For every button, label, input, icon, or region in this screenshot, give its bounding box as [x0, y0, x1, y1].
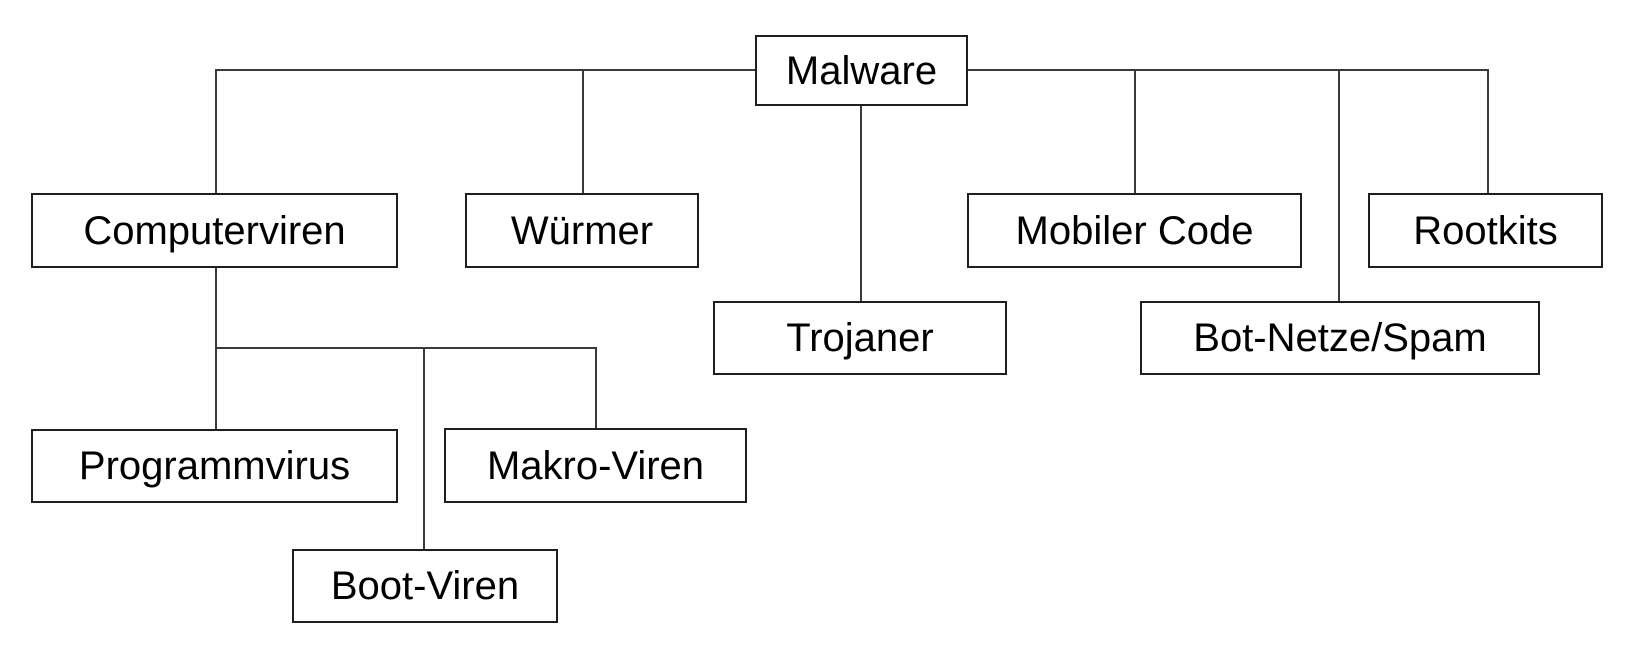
- node-rootkits: Rootkits: [1368, 193, 1603, 268]
- connector-drop-wuermer: [582, 69, 584, 194]
- connector-drop-makro-viren: [595, 347, 597, 429]
- connector-drop-trojaner: [860, 105, 862, 302]
- node-bot-netze-spam: Bot-Netze/Spam: [1140, 301, 1540, 375]
- node-boot-viren: Boot-Viren: [292, 549, 558, 623]
- connector-drop-bot-netze: [1338, 69, 1340, 302]
- connector-drop-mobiler-code: [1134, 69, 1136, 194]
- node-wuermer: Würmer: [465, 193, 699, 268]
- node-malware: Malware: [755, 35, 968, 106]
- connector-computerviren-down: [215, 268, 217, 348]
- node-makro-viren: Makro-Viren: [444, 428, 747, 503]
- connector-drop-programmvirus: [215, 347, 217, 430]
- connector-drop-boot-viren: [423, 347, 425, 550]
- node-computerviren: Computerviren: [31, 193, 398, 268]
- node-mobiler-code: Mobiler Code: [967, 193, 1302, 268]
- connector-computerviren-children-bus: [215, 347, 597, 349]
- node-programmvirus: Programmvirus: [31, 429, 398, 503]
- connector-drop-rootkits: [1487, 69, 1489, 194]
- node-trojaner: Trojaner: [713, 301, 1007, 375]
- connector-drop-computerviren: [215, 69, 217, 194]
